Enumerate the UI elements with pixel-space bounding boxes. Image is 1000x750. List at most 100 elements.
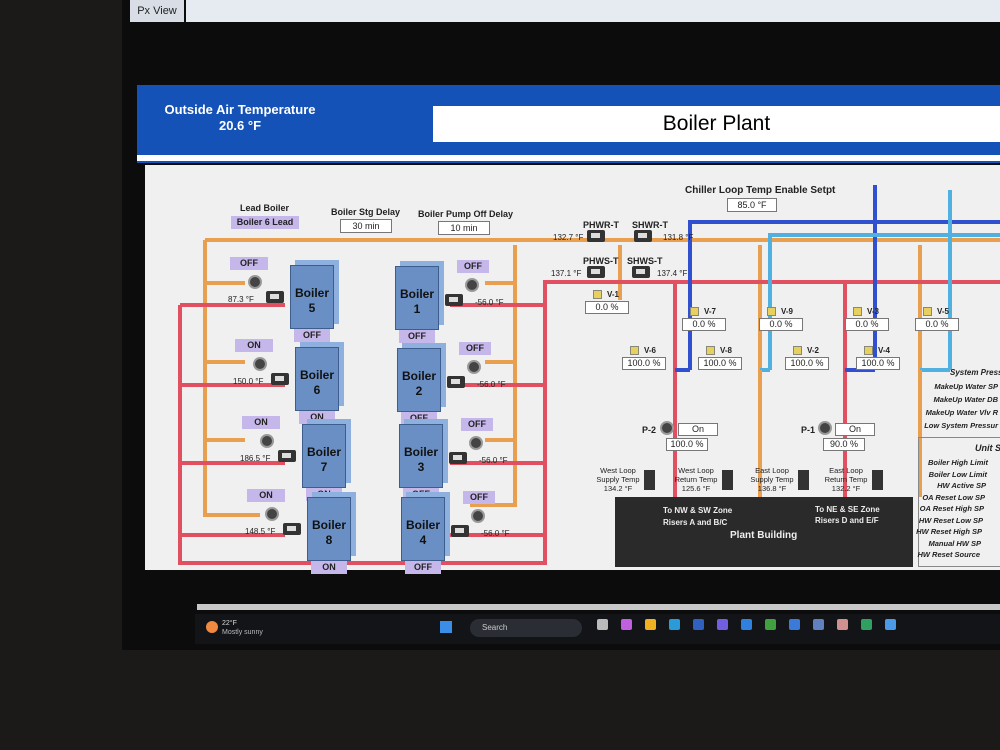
temp-sensor-icon: [449, 452, 467, 464]
weather-temp[interactable]: 22°F: [222, 620, 237, 627]
valve-label: V-2: [807, 346, 820, 355]
taskbar-app-icon[interactable]: [741, 619, 752, 630]
boiler-pump-status[interactable]: OFF: [457, 260, 489, 273]
valve-icon[interactable]: [853, 307, 862, 316]
unit-setpoint-item: OA Reset High SP: [919, 504, 984, 513]
stg-delay-field[interactable]: 30 min: [340, 219, 392, 233]
boiler-name: Boiler: [401, 369, 436, 383]
taskbar-app-icon[interactable]: [765, 619, 776, 630]
boiler-pump-status[interactable]: OFF: [230, 257, 268, 270]
weather-desc[interactable]: Mostly sunny: [222, 629, 263, 636]
boiler-status[interactable]: OFF: [399, 330, 435, 343]
lead-boiler-value[interactable]: Boiler 6 Lead: [231, 216, 299, 229]
boiler-temp: -56.0 °F: [479, 456, 508, 465]
temp-sensor-icon: [798, 470, 809, 490]
taskbar-app-icon[interactable]: [837, 619, 848, 630]
chiller-setpoint-label: Chiller Loop Temp Enable Setpt: [685, 185, 836, 196]
valve-icon[interactable]: [690, 307, 699, 316]
taskbar-app-icon[interactable]: [861, 619, 872, 630]
taskbar-app-icon[interactable]: [669, 619, 680, 630]
pump-icon[interactable]: [818, 421, 832, 435]
boiler-pump-status[interactable]: OFF: [461, 418, 493, 431]
valve-icon[interactable]: [706, 346, 715, 355]
plant-building: To NW & SW Zone Risers A and B/C To NE &…: [615, 497, 913, 567]
boiler-pump-icon[interactable]: [253, 357, 267, 371]
loop-temp-value: 125.6 °F: [681, 484, 711, 493]
system-pressure-title: System Pressu: [950, 368, 1000, 377]
valve-label: V-7: [704, 307, 717, 316]
valve-icon[interactable]: [767, 307, 776, 316]
temp-sensor-icon: [872, 470, 883, 490]
valve-position: 0.0 %: [915, 318, 959, 331]
plant-building-title: Plant Building: [730, 530, 798, 541]
tab-px-view[interactable]: Px View: [130, 0, 184, 22]
taskbar-app-icon[interactable]: [789, 619, 800, 630]
boiler-number: 8: [325, 533, 333, 547]
valve-icon[interactable]: [793, 346, 802, 355]
temp-sensor-icon: [278, 450, 296, 462]
taskbar-app-icon[interactable]: [717, 619, 728, 630]
boiler-status[interactable]: ON: [311, 561, 347, 574]
sensor-label: PHWS-T: [583, 256, 619, 266]
sensor-value: 132.7 °F: [553, 233, 584, 242]
taskbar-app-icon[interactable]: [885, 619, 896, 630]
start-icon[interactable]: [440, 621, 452, 633]
west-zone-label: To NW & SW Zone: [663, 506, 733, 515]
pump-speed: 100.0 %: [666, 438, 708, 451]
boiler-pump-icon[interactable]: [469, 436, 483, 450]
chiller-setpoint-field[interactable]: 85.0 °F: [727, 198, 777, 212]
taskbar-app-icon[interactable]: [813, 619, 824, 630]
boiler-pump-icon[interactable]: [248, 275, 262, 289]
taskbar-app-icon[interactable]: [597, 619, 608, 630]
boiler-temp: -56.0 °F: [477, 380, 506, 389]
boiler-status[interactable]: OFF: [405, 561, 441, 574]
boiler-number: 6: [313, 383, 321, 397]
pump-status: On: [835, 423, 875, 436]
horizontal-scrollbar[interactable]: [197, 604, 1000, 610]
valve-icon[interactable]: [864, 346, 873, 355]
loop-temp-label: East Loop Return Temp: [824, 466, 868, 484]
east-zone-label: To NE & SE Zone: [815, 505, 880, 514]
boiler-pump-icon[interactable]: [465, 278, 479, 292]
boiler-pump-status[interactable]: OFF: [463, 491, 495, 504]
boiler-temp: 87.3 °F: [228, 295, 254, 304]
boiler-pump-status[interactable]: ON: [235, 339, 273, 352]
valve-label: V-9: [781, 307, 794, 316]
boiler-pump-icon[interactable]: [260, 434, 274, 448]
valve-position: 100.0 %: [785, 357, 829, 370]
pump-icon[interactable]: [660, 421, 674, 435]
pump-off-delay-field[interactable]: 10 min: [438, 221, 490, 235]
valve-icon[interactable]: [630, 346, 639, 355]
tab-bar: [186, 0, 1000, 22]
boiler-status[interactable]: ON: [299, 411, 335, 424]
boiler-pump-status[interactable]: OFF: [459, 342, 491, 355]
boiler-pump-status[interactable]: ON: [242, 416, 280, 429]
weather-icon[interactable]: [206, 621, 218, 633]
valve-icon[interactable]: [593, 290, 602, 299]
boiler-pump-icon[interactable]: [265, 507, 279, 521]
boiler-pump-icon[interactable]: [467, 360, 481, 374]
boiler-status[interactable]: OFF: [401, 412, 437, 425]
taskbar-search[interactable]: Search: [470, 619, 582, 637]
valve-icon[interactable]: [923, 307, 932, 316]
boiler-pump-status[interactable]: ON: [247, 489, 285, 502]
boiler-pump-icon[interactable]: [471, 509, 485, 523]
boiler-status[interactable]: OFF: [294, 329, 330, 342]
taskbar-app-icon[interactable]: [693, 619, 704, 630]
boiler-number: 3: [417, 460, 425, 474]
taskbar-app-icon[interactable]: [645, 619, 656, 630]
taskbar-app-icon[interactable]: [621, 619, 632, 630]
boiler-number: 5: [308, 301, 316, 315]
sensor-label: SHWR-T: [632, 220, 668, 230]
sensor-label: PHWR-T: [583, 220, 619, 230]
